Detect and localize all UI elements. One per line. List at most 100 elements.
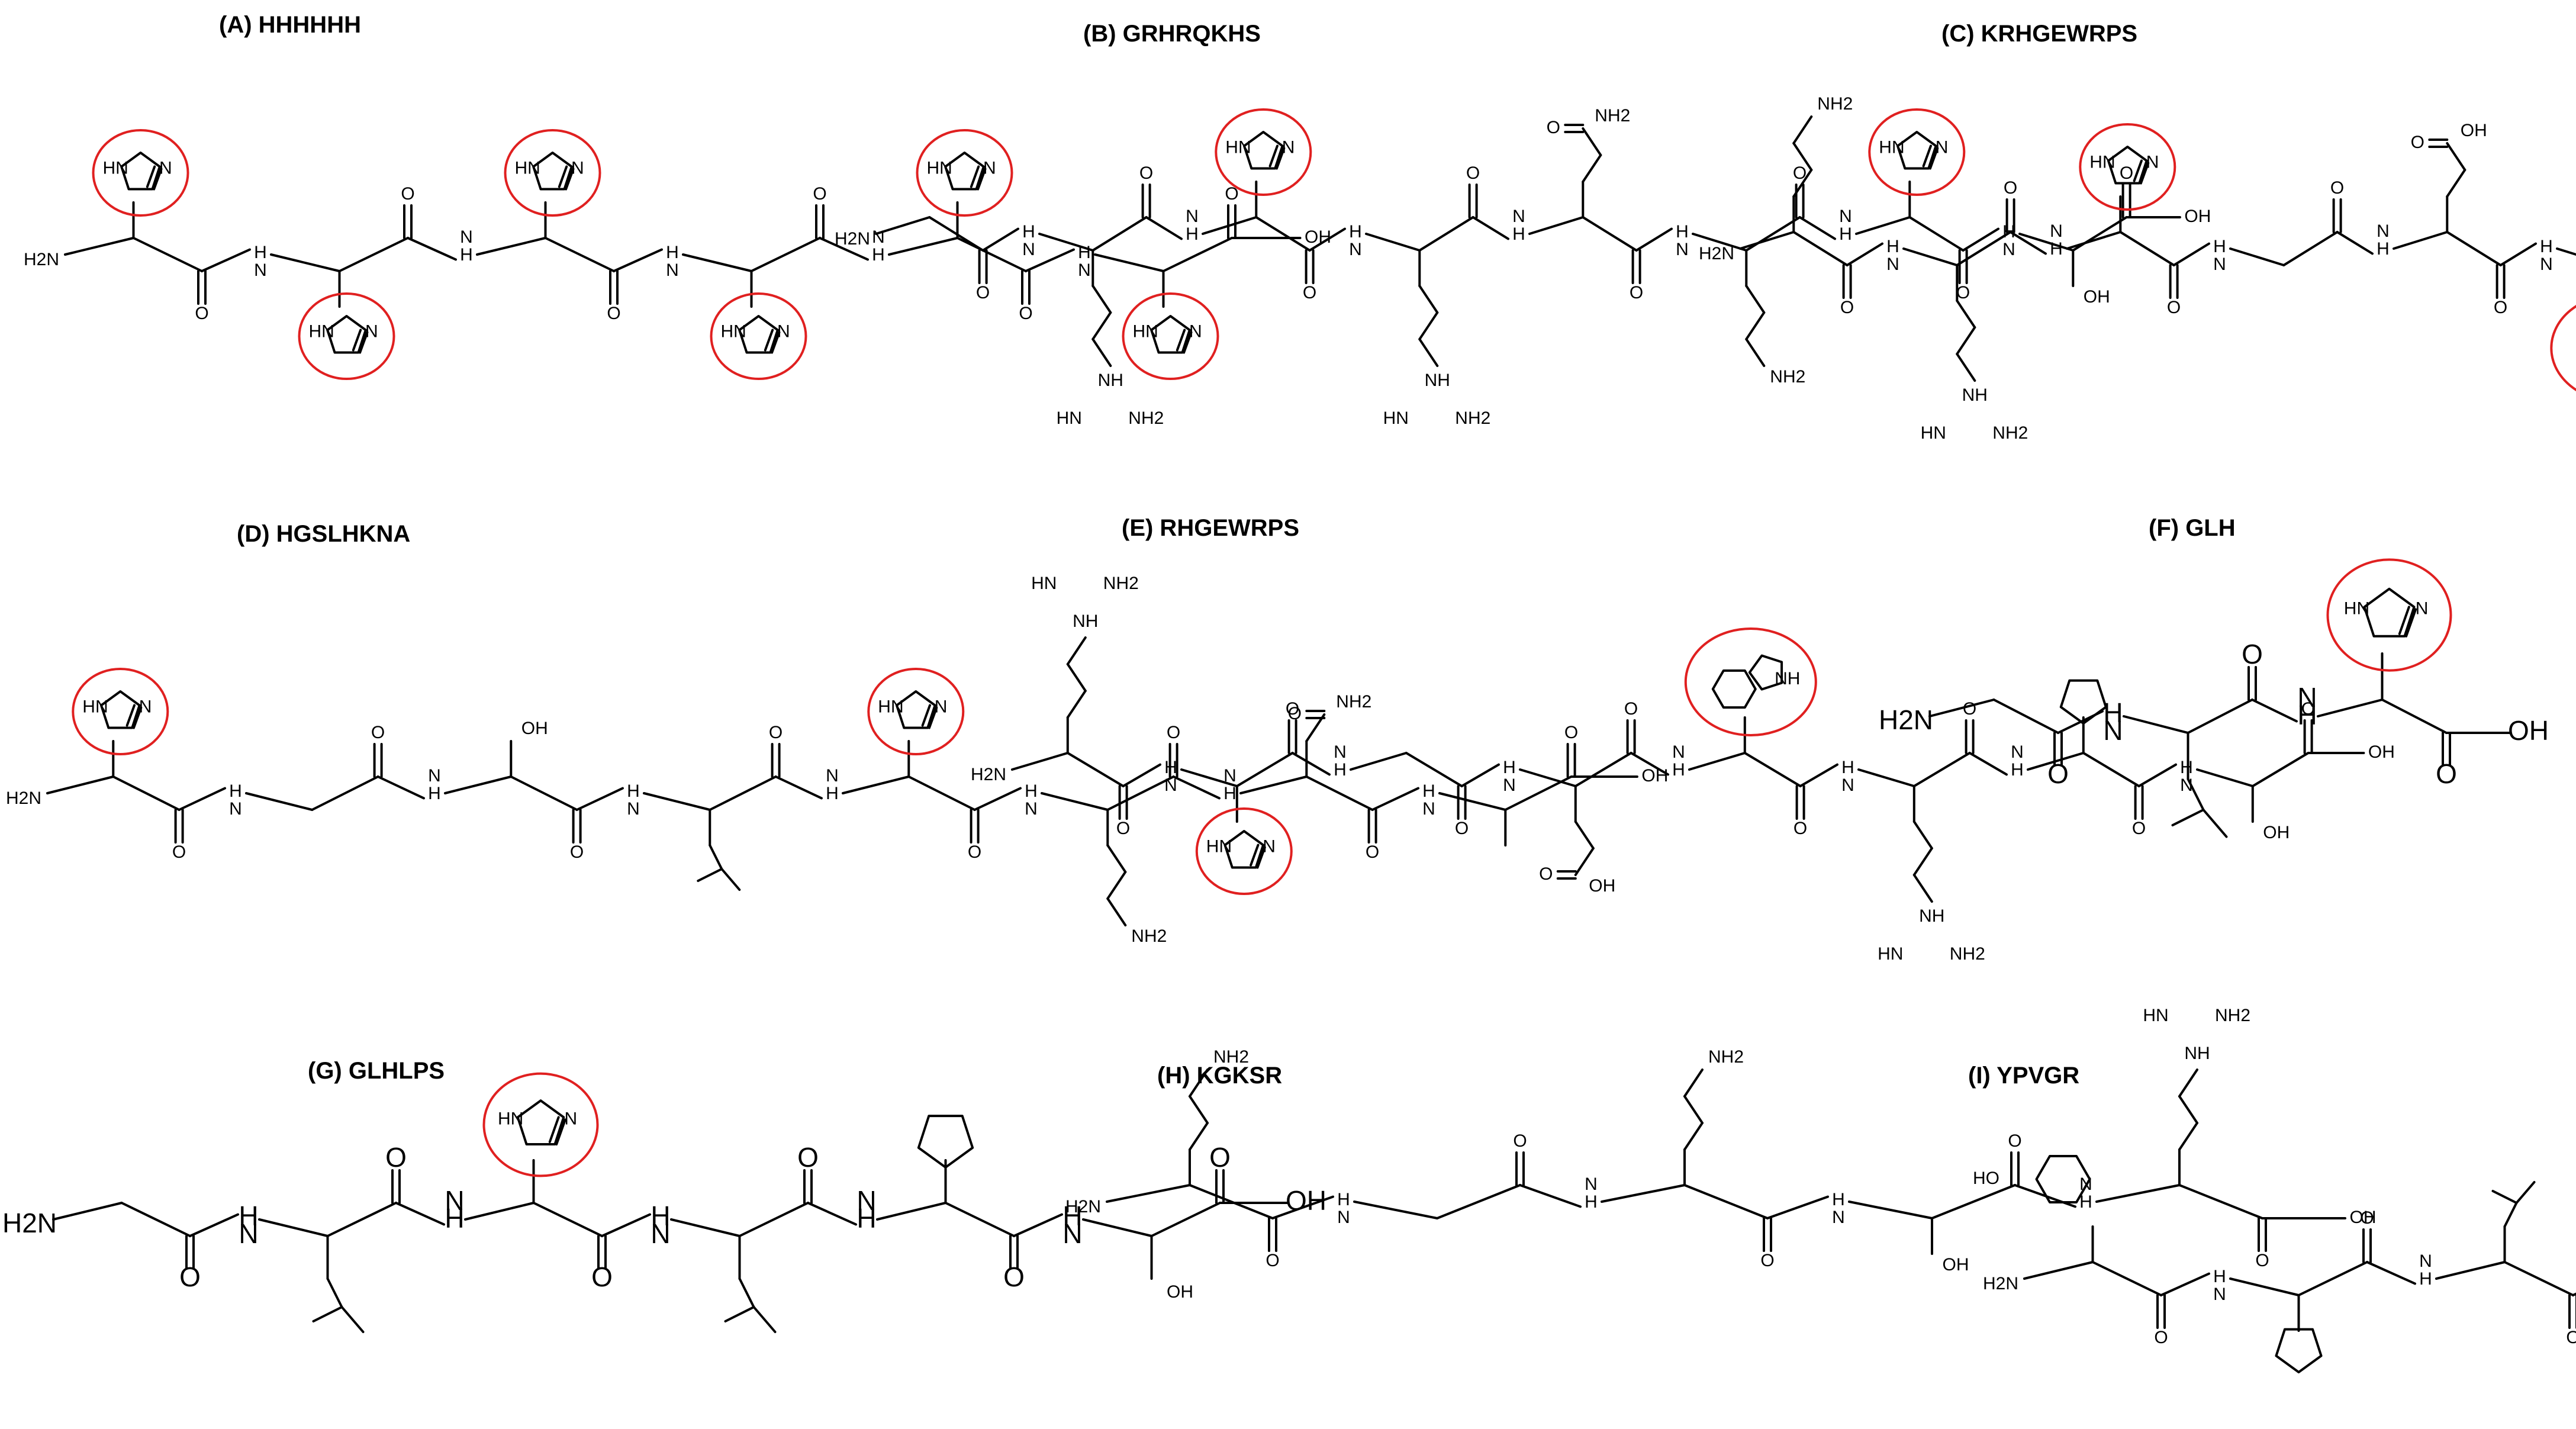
atom-label: NH <box>1098 371 1123 390</box>
atom-label: N <box>1062 1218 1082 1249</box>
bond <box>1683 1068 1704 1098</box>
atom-label: H <box>1422 781 1435 801</box>
atom-label: N <box>229 799 242 819</box>
bond <box>64 237 135 256</box>
ring-double-bond <box>125 704 136 727</box>
bond <box>1189 1068 1209 1098</box>
bond <box>1460 763 1500 787</box>
bond <box>1956 231 2012 266</box>
atom-label: NH2 <box>1455 408 1490 428</box>
bond <box>376 775 425 800</box>
bond <box>709 775 777 811</box>
bond <box>1418 216 1474 252</box>
panel-title-b: (B) GRHRQKHS <box>1083 21 1261 47</box>
atom-label: H2N <box>1879 704 1933 735</box>
atom-label: H <box>2297 700 2317 730</box>
bond <box>1418 311 1439 340</box>
bond <box>2282 231 2339 266</box>
bond <box>1692 233 1748 252</box>
atom-label: O <box>2360 1208 2374 1228</box>
atom-label: OH <box>1641 766 1668 786</box>
atom-label: N <box>2146 152 2159 172</box>
imidazole-ring <box>1223 830 1265 869</box>
bond <box>973 787 1022 811</box>
atom-label: H <box>460 245 473 265</box>
atom-label: O <box>172 842 186 862</box>
bond <box>258 1218 329 1237</box>
proline-ring <box>2275 1328 2323 1373</box>
atom-label: OH <box>1589 876 1615 896</box>
atom-label: H <box>2213 237 2226 256</box>
ring-double-bond <box>132 706 143 729</box>
atom-label: H <box>2050 239 2063 259</box>
panel-title-i: (I) YPVGR <box>1968 1063 2079 1089</box>
bond <box>1912 820 1933 849</box>
ring-double-bond <box>2398 606 2410 635</box>
atom-label: OH <box>1943 1255 1969 1274</box>
bond <box>1025 248 1075 272</box>
bond <box>2251 752 2310 787</box>
atom-label: OH <box>1167 1282 1193 1302</box>
atom-label: N <box>365 321 378 341</box>
highlight-circle <box>1195 807 1293 895</box>
bond <box>2172 242 2210 266</box>
atom-label: O <box>1288 704 1302 723</box>
bond <box>2178 1095 2198 1124</box>
atom-label: O <box>2008 1131 2021 1151</box>
bond <box>1902 247 1959 266</box>
atom-label: H2N <box>1983 1274 2018 1293</box>
bond <box>724 1306 755 1322</box>
atom-label: OH <box>2508 715 2549 746</box>
bond <box>1928 699 1995 717</box>
bond <box>1172 775 1221 800</box>
panel-title-a: (A) HHHHHH <box>219 12 361 38</box>
atom-label: H2N <box>6 788 41 808</box>
atom-label: O <box>401 184 414 204</box>
highlight-circle <box>482 1072 599 1177</box>
imidazole-ring <box>738 315 779 354</box>
ring-double-bond <box>2405 608 2417 638</box>
bond <box>2137 763 2177 787</box>
ring-double-bond <box>1250 844 1260 867</box>
atom-label: HN <box>1057 408 1082 428</box>
atom-label: NH2 <box>1336 692 1371 712</box>
bond <box>1630 752 1669 776</box>
atom-label: O <box>591 1261 613 1292</box>
bond <box>1739 231 1795 250</box>
bond <box>2187 699 2253 734</box>
atom-label: HN <box>102 158 128 178</box>
atom-label: N <box>826 766 839 786</box>
bond <box>738 1277 755 1308</box>
panel-title-d: (D) HGSLHKNA <box>237 521 410 547</box>
bond <box>842 775 910 794</box>
atom-label: NH <box>1073 611 1098 631</box>
bond <box>1189 1184 1274 1219</box>
bond <box>2187 778 2205 811</box>
atom-label: N <box>1337 1208 1350 1227</box>
bond <box>601 1213 651 1237</box>
bond <box>1574 847 1595 876</box>
atom-label: HN <box>1031 574 1057 593</box>
bond <box>2503 1202 2518 1228</box>
bond <box>340 1306 365 1333</box>
bond <box>2393 231 2449 250</box>
highlight-circle <box>867 668 965 755</box>
atom-label: N <box>159 158 172 178</box>
highlight-circle <box>504 129 601 217</box>
bond <box>2196 768 2254 787</box>
atom-label: H <box>239 1201 258 1231</box>
atom-label: N <box>1585 1174 1598 1194</box>
atom-label: O <box>1209 1142 1231 1173</box>
atom-label: H <box>1503 758 1516 777</box>
atom-label: HN <box>720 321 746 341</box>
atom-label: H <box>1349 222 1362 242</box>
atom-label: N <box>1672 742 1685 762</box>
atom-label: O <box>1630 283 1643 302</box>
ring-double-bond <box>977 168 987 191</box>
bond <box>46 775 115 794</box>
atom-label: N <box>139 697 152 716</box>
bond <box>311 775 379 811</box>
